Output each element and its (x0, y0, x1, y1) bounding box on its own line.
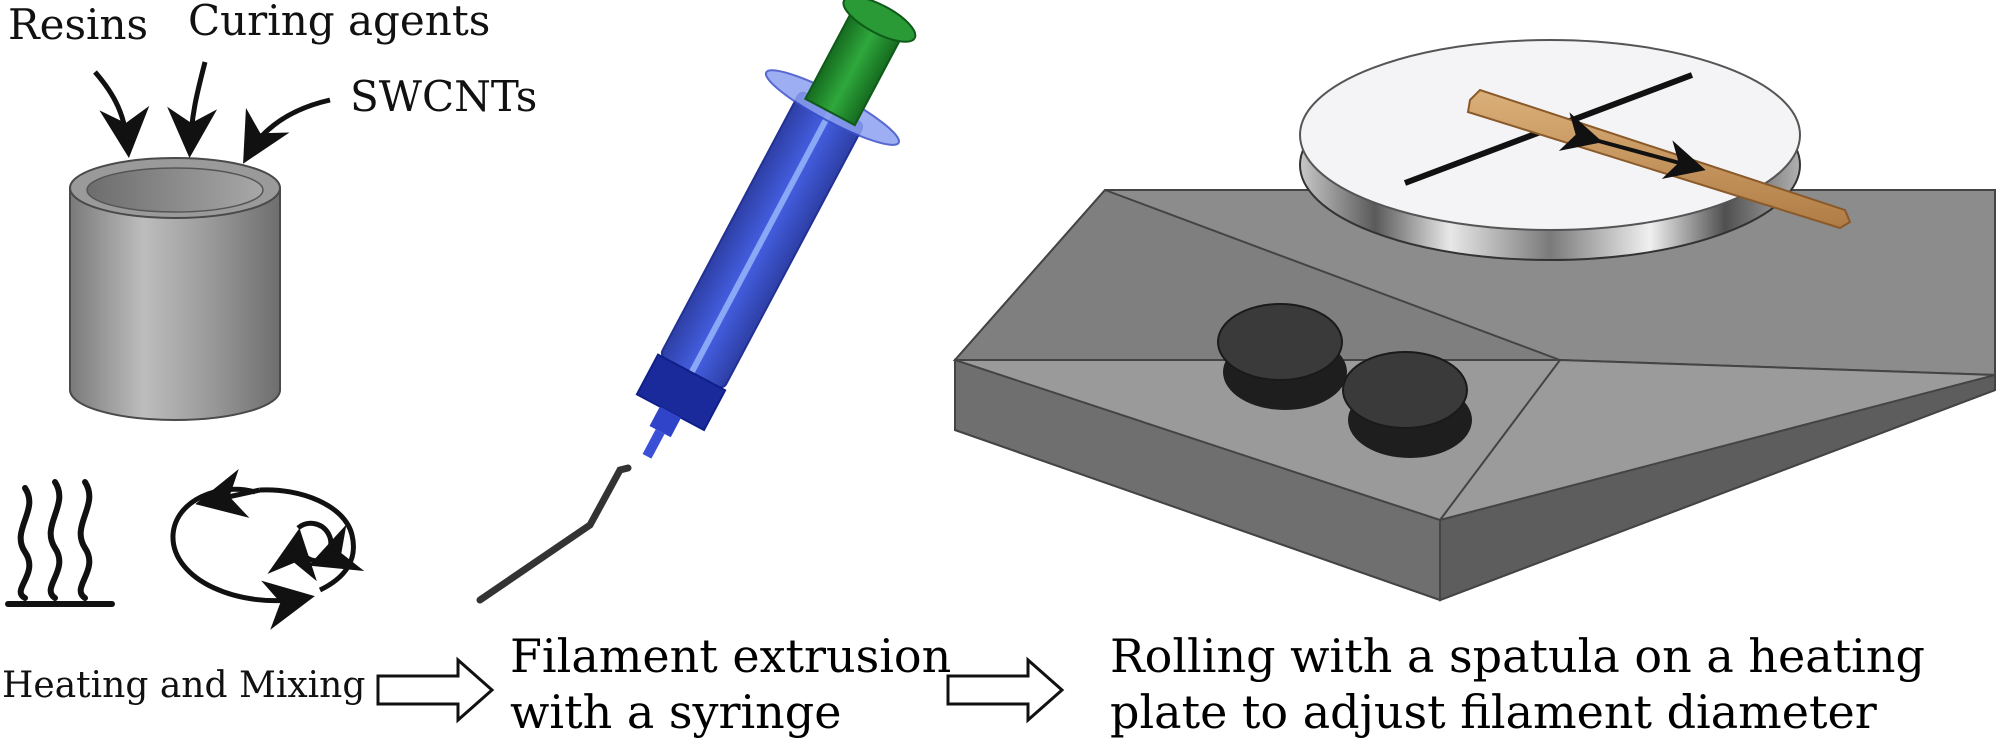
step3-line1: Rolling with a spatula on a heating (1110, 629, 1925, 683)
curing-agents-arrow (167, 61, 218, 158)
hollow-arrow-icon (376, 656, 1065, 724)
mixing-cycle-icon (170, 469, 365, 630)
flow-arrow-2 (946, 656, 1065, 724)
knob-left (1217, 303, 1347, 410)
step2-line1: Filament extrusion (510, 629, 952, 683)
swcnts-arrow (243, 97, 331, 164)
step2-line2: with a syringe (510, 685, 842, 740)
knob-right (1342, 351, 1472, 458)
resins-label: Resins (8, 0, 149, 49)
step-filament-extrusion: Filament extrusion with a syringe (510, 628, 951, 740)
syringe-icon (476, 0, 917, 604)
curing-agents-label: Curing agents (188, 0, 491, 45)
input-arrows (93, 61, 331, 164)
hot-plate-icon (952, 39, 1996, 602)
step-heating-mixing: Heating and Mixing (2, 665, 366, 706)
step3-line2: plate to adjust filament diameter (1110, 685, 1877, 740)
cylinder-container-icon (69, 157, 281, 421)
swcnts-label: SWCNTs (350, 72, 538, 121)
resins-arrow (93, 70, 150, 158)
spatula-icon (1466, 88, 1852, 230)
heat-waves-icon (5, 479, 115, 607)
flow-arrow-1 (376, 656, 495, 724)
step-rolling: Rolling with a spatula on a heating plat… (1110, 628, 1925, 740)
